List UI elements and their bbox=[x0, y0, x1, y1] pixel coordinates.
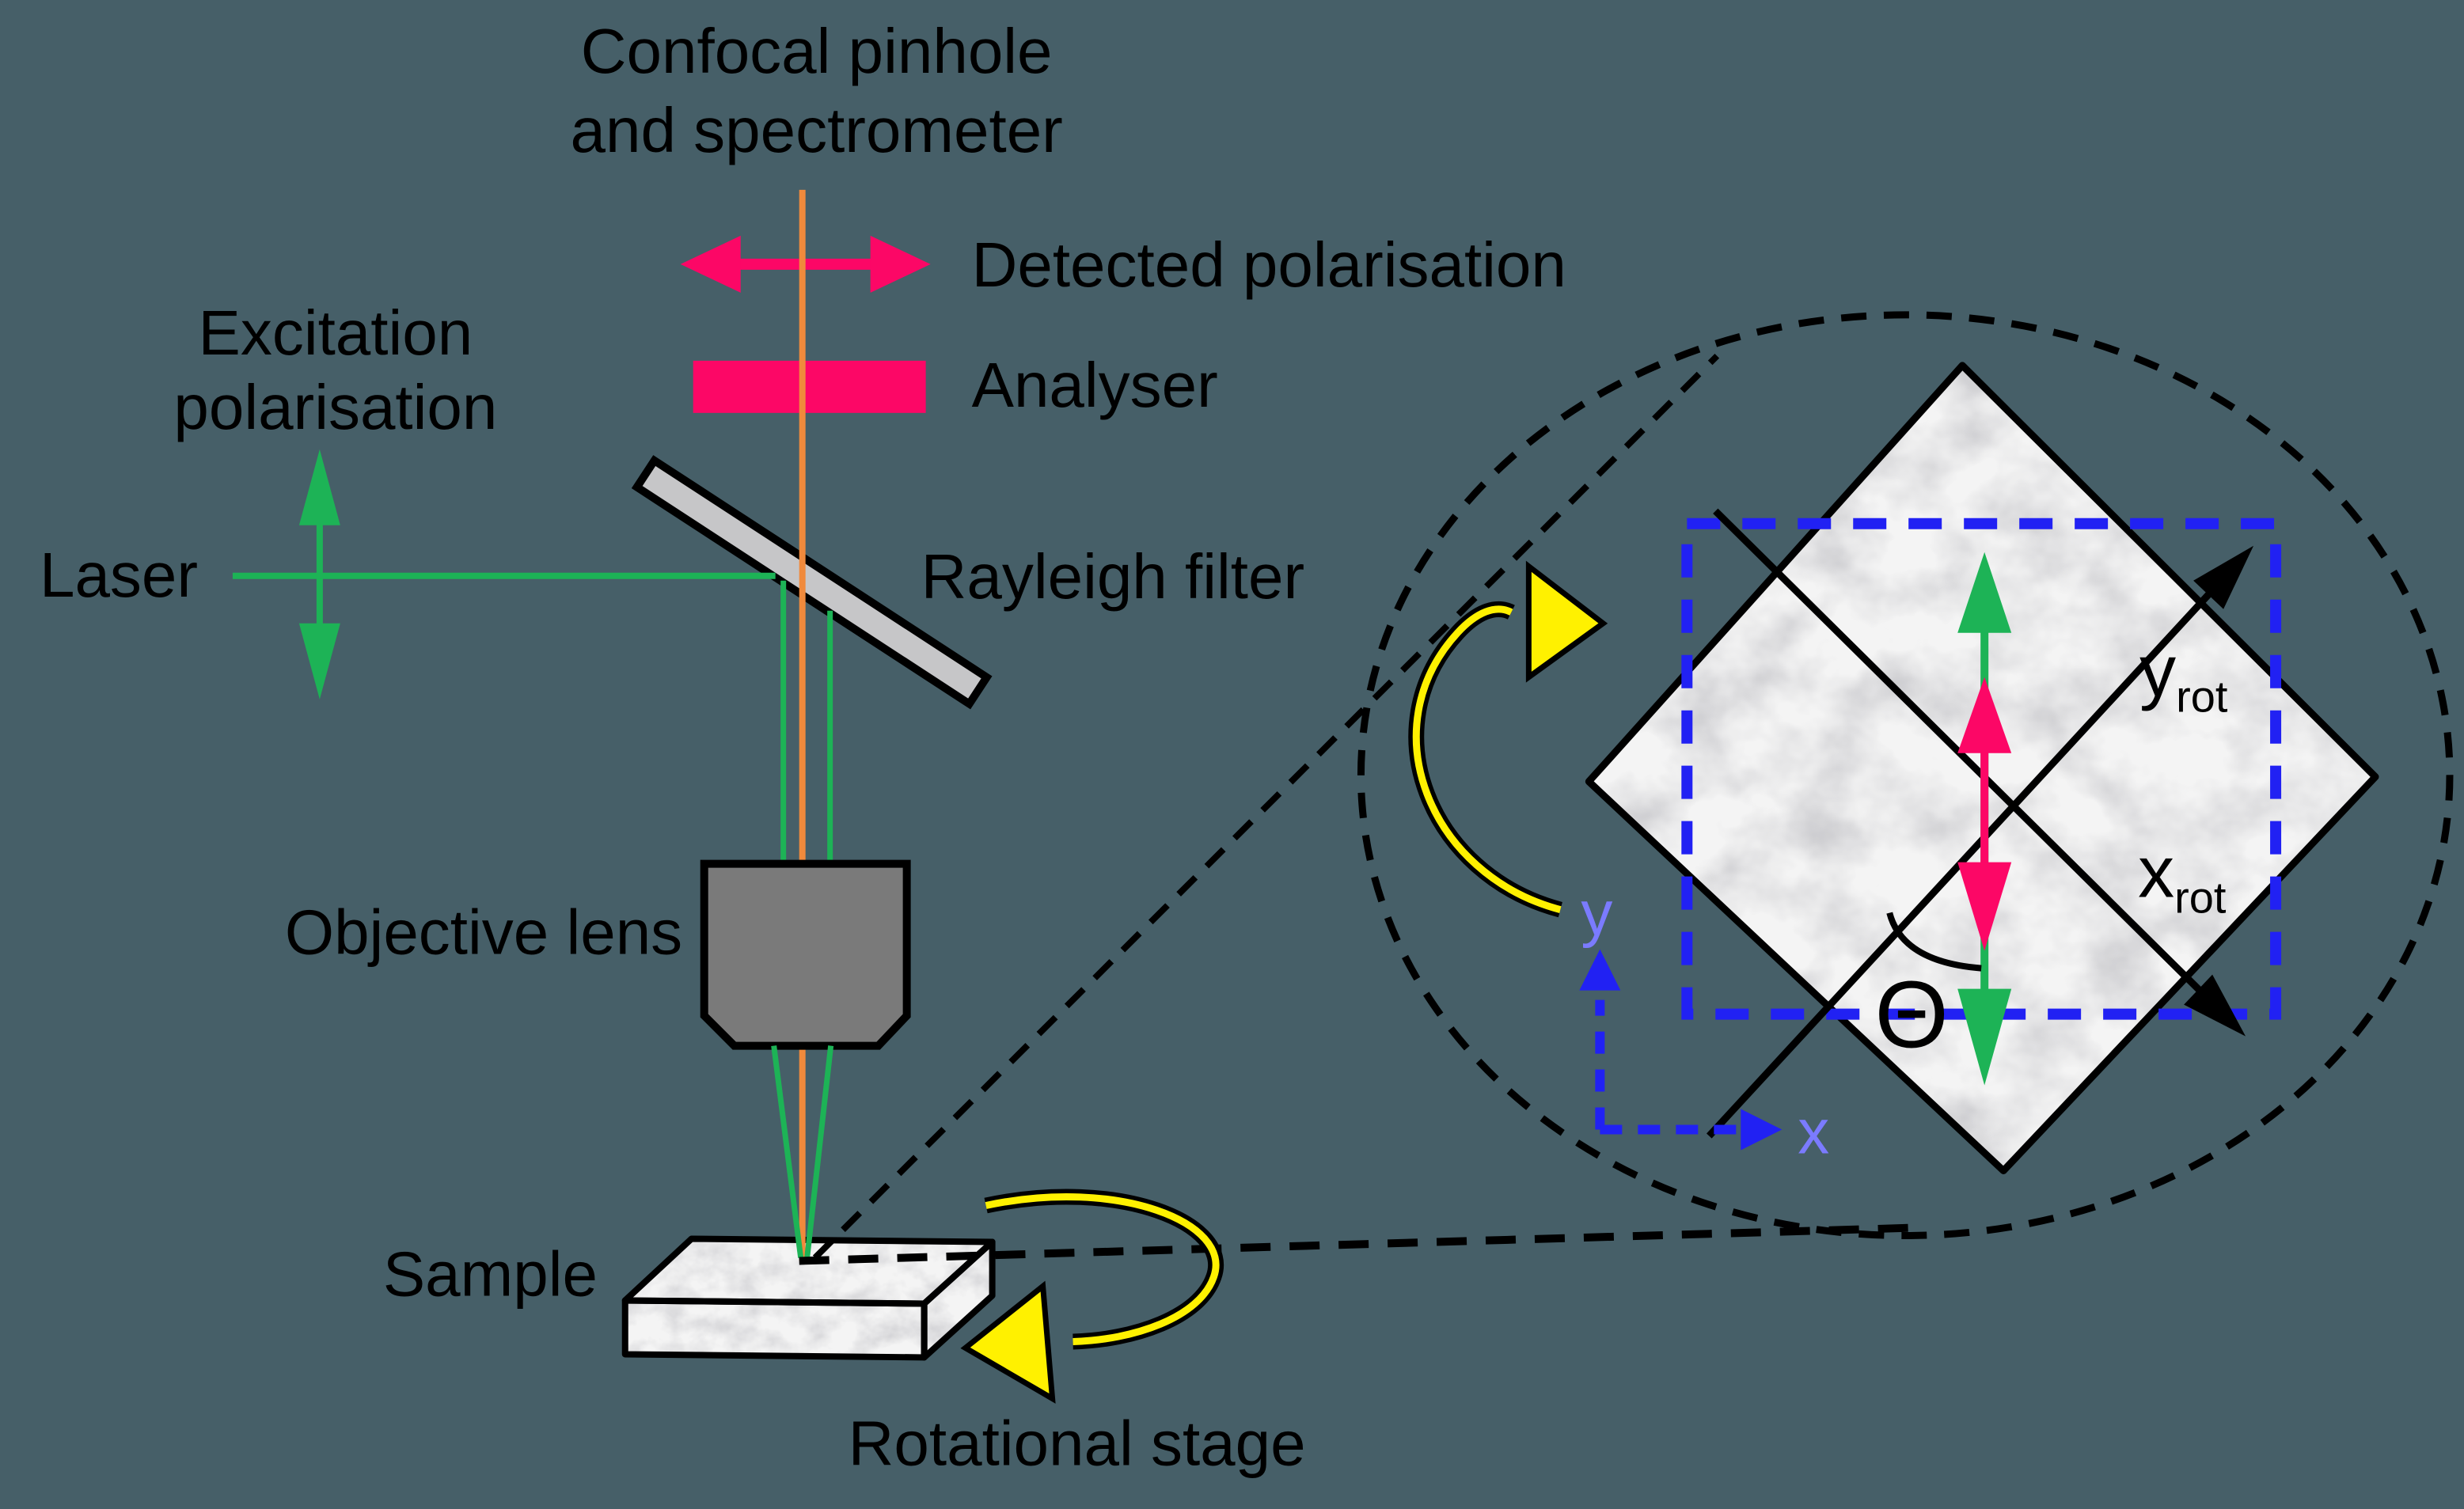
x-axis-label: x bbox=[1798, 1097, 1829, 1167]
rotational-stage-label: Rotational stage bbox=[849, 1408, 1306, 1478]
excitation-label-line2: polarisation bbox=[173, 372, 497, 442]
zoom-ellipse bbox=[1357, 311, 2454, 1239]
detected-polarisation-label: Detected polarisation bbox=[972, 229, 1566, 300]
rotation-arrow-stage-icon bbox=[960, 1189, 1224, 1404]
objective-lens-label: Objective lens bbox=[285, 897, 682, 968]
y-axis-label: y bbox=[1581, 878, 1612, 949]
x-rot-subscript: rot bbox=[2174, 873, 2227, 923]
rayleigh-filter-label: Rayleigh filter bbox=[921, 541, 1304, 612]
rotation-arrow-inset-icon bbox=[1408, 560, 1608, 918]
focus-cone-right bbox=[804, 1045, 834, 1258]
lab-xy-axes bbox=[1579, 949, 1783, 1151]
confocal-pinhole-label-line2: and spectrometer bbox=[571, 95, 1063, 165]
zoom-line-upper bbox=[812, 354, 1720, 1261]
x-rot-axis-arrow bbox=[1713, 508, 2246, 1037]
y-rot-axis-arrow bbox=[1706, 545, 2254, 1139]
analyser-label: Analyser bbox=[972, 350, 1218, 420]
lab-frame-square bbox=[1681, 518, 2282, 1020]
x-rot-base: x bbox=[2138, 832, 2174, 913]
y-rot-base: y bbox=[2139, 631, 2176, 712]
analyser-filter-rect bbox=[693, 360, 926, 413]
theta-label: Θ bbox=[1875, 962, 1949, 1068]
sample-label: Sample bbox=[383, 1238, 598, 1309]
theta-arc bbox=[1886, 912, 1982, 972]
y-rot-subscript: rot bbox=[2176, 672, 2228, 722]
focus-cone-left bbox=[771, 1045, 804, 1258]
objective-lens-shape bbox=[700, 859, 911, 1050]
y-rot-label: yrot bbox=[2139, 631, 2228, 722]
rayleigh-filter-slab bbox=[631, 455, 993, 710]
y-axis-arrowhead-icon bbox=[1579, 949, 1621, 991]
inset-detected-arrow-icon bbox=[1957, 677, 2012, 951]
laser-label: Laser bbox=[40, 540, 198, 610]
x-rot-label: xrot bbox=[2138, 832, 2227, 923]
x-axis-arrowhead-icon bbox=[1741, 1109, 1783, 1151]
excitation-label-line1: Excitation bbox=[199, 298, 473, 368]
confocal-pinhole-label-line1: Confocal pinhole bbox=[581, 16, 1053, 86]
zoom-line-lower bbox=[799, 1223, 1917, 1265]
